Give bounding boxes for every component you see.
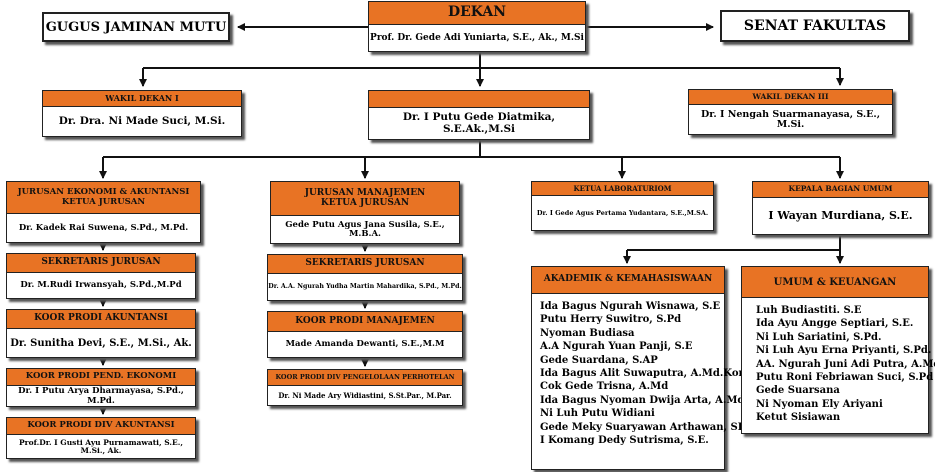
wakil-dekan-1-title: WAKIL DEKAN I	[43, 91, 241, 107]
list-item: Ni Luh Putu Widiani	[540, 408, 655, 420]
ketua-laboratorium-box: KETUA LABORATURIOM Dr. I Gede Agus Perta…	[531, 181, 714, 231]
koor-prodi-div-akuntansi-title: KOOR PRODI DIV AKUNTANSI	[7, 418, 195, 435]
akademik-kemahasiswaan-box: AKADEMIK & KEMAHASISWAAN Ida Bagus Ngura…	[531, 266, 750, 470]
koor-prodi-perhotelan-name: Dr. Ni Made Ary Widiastini, S.St.Par., M…	[278, 391, 452, 401]
list-item: Cok Gede Trisna, A.Md	[540, 381, 669, 393]
koor-prodi-div-akuntansi-box: KOOR PRODI DIV AKUNTANSI Prof.Dr. I Gust…	[6, 417, 196, 459]
wakil-dekan-1-name: Dr. Dra. Ni Made Suci, M.Si.	[58, 115, 226, 128]
koor-prodi-pend-ekonomi-name: Dr. I Putu Arya Dharmayasa, S.Pd., M.Pd.	[18, 386, 184, 406]
list-item: Putu Herry Suwitro, S.Pd	[540, 314, 682, 326]
koor-prodi-akuntansi-box: KOOR PRODI AKUNTANSI Dr. Sunitha Devi, S…	[6, 309, 196, 358]
koor-prodi-perhotelan-title: KOOR PRODI DIV PENGELOLAAN PERHOTELAN	[268, 370, 462, 386]
sekretaris-jurusan-2-name: Dr. A.A. Ngurah Yudha Martin Mahardika, …	[268, 283, 462, 291]
wakil-dekan-3-name: Dr. I Nengah Suarmanayasa, S.E., M.Si.	[700, 108, 881, 130]
jurusan-manajemen-title: JURUSAN MANAJEMEN KETUA JURUSAN	[271, 182, 459, 216]
list-item: Ketut Sisiawan	[756, 412, 841, 424]
list-item: Ni Luh Sariatini, S.Pd.	[756, 331, 882, 343]
sekretaris-jurusan-1-title: SEKRETARIS JURUSAN	[7, 254, 195, 273]
list-item: Gede Suarsana	[756, 385, 840, 397]
koor-prodi-manajemen-box: KOOR PRODI MANAJEMEN Made Amanda Dewanti…	[267, 311, 463, 358]
ketua-laboratorium-title: KETUA LABORATURIOM	[532, 182, 713, 196]
sekretaris-jurusan-1-name: Dr. M.Rudi Irwansyah, S.Pd.,M.Pd	[20, 280, 182, 291]
koor-prodi-pend-ekonomi-box: KOOR PRODI PEND. EKONOMI Dr. I Putu Arya…	[6, 368, 196, 407]
senat-fakultas-label: SENAT FAKULTAS	[743, 18, 887, 34]
keuangan-member-list: Luh Budiastiti. S.E Ida Ayu Angge Septia…	[742, 298, 935, 431]
list-item: Ida Bagus Ngurah Wisnawa, S.E	[540, 301, 721, 312]
sekretaris-jurusan-2-title: SEKRETARIS JURUSAN	[268, 255, 462, 274]
dekan-box: DEKAN Prof. Dr. Gede Adi Yuniarta, S.E.,…	[368, 1, 586, 52]
umum-keuangan-box: UMUM & KEUANGAN Luh Budiastiti. S.E Ida …	[741, 266, 935, 434]
list-item: Gede Suardana, S.AP	[540, 354, 658, 366]
ketua-laboratorium-name: Dr. I Gede Agus Pertama Yudantara, S.E.,…	[536, 208, 709, 217]
wakil-dekan-2-name: Dr. I Putu Gede Diatmika, S.E.Ak.,M.Si	[402, 111, 556, 135]
list-item: Ni Luh Ayu Erna Priyanti, S.Pd.	[756, 345, 932, 357]
kepala-bagian-umum-title: KEPALA BAGIAN UMUM	[753, 182, 928, 198]
gugus-jaminan-mutu-box: GUGUS JAMINAN MUTU	[42, 12, 230, 42]
jurusan-ekonomi-box: JURUSAN EKONOMI & AKUNTANSI KETUA JURUSA…	[6, 181, 201, 243]
sekretaris-jurusan-1-box: SEKRETARIS JURUSAN Dr. M.Rudi Irwansyah,…	[6, 253, 196, 299]
gugus-jaminan-mutu-label: GUGUS JAMINAN MUTU	[45, 19, 227, 35]
koor-prodi-div-akuntansi-name: Prof.Dr. I Gusti Ayu Purnamawati, S.E., …	[19, 437, 183, 455]
wakil-dekan-2-title	[369, 91, 589, 108]
list-item: Ida Ayu Angge Septiari, S.E.	[756, 318, 914, 330]
koor-prodi-akuntansi-title: KOOR PRODI AKUNTANSI	[7, 310, 195, 329]
list-item: A.A Ngurah Yuan Panji, S.E	[540, 341, 693, 353]
koor-prodi-manajemen-name: Made Amanda Dewanti, S.E.,M.M	[285, 339, 445, 350]
kepala-bagian-umum-box: KEPALA BAGIAN UMUM I Wayan Murdiana, S.E…	[752, 181, 929, 235]
jurusan-manajemen-box: JURUSAN MANAJEMEN KETUA JURUSAN Gede Put…	[270, 181, 460, 244]
list-item: I Komang Dedy Sutrisma, S.E.	[540, 435, 709, 447]
jurusan-ekonomi-title: JURUSAN EKONOMI & AKUNTANSI KETUA JURUSA…	[7, 182, 200, 214]
wakil-dekan-2-box: Dr. I Putu Gede Diatmika, S.E.Ak.,M.Si	[368, 90, 590, 140]
list-item: AA. Ngurah Juni Adi Putra, A.Md.	[756, 358, 935, 370]
list-item: Nyoman Budiasa	[540, 327, 635, 339]
list-item: Ni Nyoman Ely Ariyani	[756, 398, 883, 410]
jurusan-ekonomi-name: Dr. Kadek Rai Suwena, S.Pd., M.Pd.	[18, 222, 189, 233]
list-item: Ida Bagus Alit Suwaputra, A.Md.Kom	[540, 368, 750, 380]
kepala-bagian-umum-name: I Wayan Murdiana, S.E.	[768, 209, 913, 223]
koor-prodi-akuntansi-name: Dr. Sunitha Devi, S.E., M.Si., Ak.	[10, 338, 192, 349]
koor-prodi-manajemen-title: KOOR PRODI MANAJEMEN	[268, 312, 462, 332]
dekan-name: Prof. Dr. Gede Adi Yuniarta, S.E., Ak., …	[370, 32, 584, 43]
akademik-member-list: Ida Bagus Ngurah Wisnawa, S.E Putu Herry…	[532, 294, 750, 453]
list-item: Putu Roni Febriawan Suci, S.Pd	[756, 372, 934, 384]
jurusan-manajemen-name: Gede Putu Agus Jana Susila, S.E., M.B.A.	[285, 219, 445, 239]
umum-keuangan-title: UMUM & KEUANGAN	[742, 267, 928, 298]
list-item: Ida Bagus Nyoman Dwija Arta, A.Md	[540, 394, 745, 406]
akademik-kemahasiswaan-title: AKADEMIK & KEMAHASISWAAN	[532, 267, 724, 294]
wakil-dekan-1-box: WAKIL DEKAN I Dr. Dra. Ni Made Suci, M.S…	[42, 90, 242, 137]
list-item: Luh Budiastiti. S.E	[756, 305, 862, 316]
wakil-dekan-3-title: WAKIL DEKAN III	[689, 90, 892, 105]
senat-fakultas-box: SENAT FAKULTAS	[720, 10, 910, 42]
dekan-title: DEKAN	[369, 2, 585, 25]
sekretaris-jurusan-2-box: SEKRETARIS JURUSAN Dr. A.A. Ngurah Yudha…	[267, 254, 463, 301]
koor-prodi-perhotelan-box: KOOR PRODI DIV PENGELOLAAN PERHOTELAN Dr…	[267, 369, 463, 406]
koor-prodi-pend-ekonomi-title: KOOR PRODI PEND. EKONOMI	[7, 369, 195, 386]
list-item: Gede Meky Suaryawan Arthawan, SE	[540, 421, 746, 433]
wakil-dekan-3-box: WAKIL DEKAN III Dr. I Nengah Suarmanayas…	[688, 89, 893, 135]
